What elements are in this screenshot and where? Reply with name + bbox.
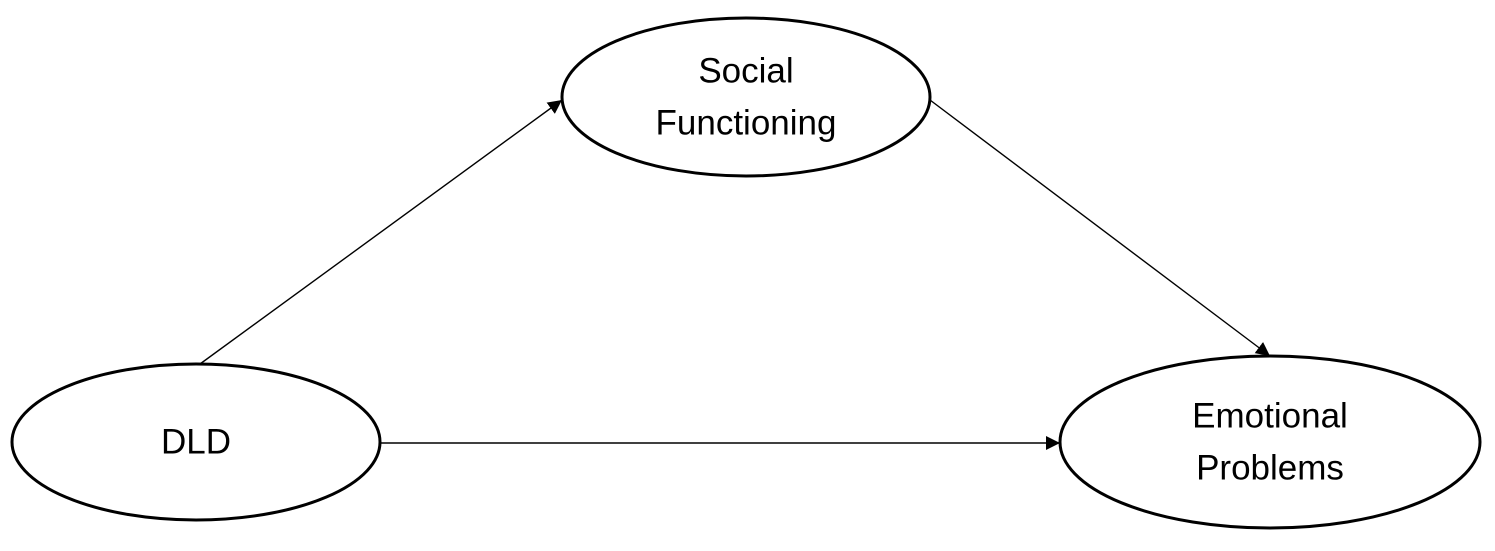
node-emotional-problems-label-line2: Problems	[1196, 448, 1344, 487]
node-emotional-problems-label-line1: Emotional	[1192, 396, 1348, 435]
node-dld-ellipse	[10, 362, 382, 522]
node-social-functioning-label-line2: Functioning	[656, 103, 837, 142]
node-emotional-problems-ellipse	[1058, 354, 1482, 530]
node-social-functioning-label-line1: Social	[698, 51, 793, 90]
node-dld: DLD	[10, 362, 382, 522]
node-emotional-problems: Emotional Problems	[1058, 354, 1482, 530]
node-dld-label: DLD	[161, 422, 231, 461]
node-social-functioning-ellipse	[560, 16, 932, 178]
edge-social-functioning-to-emotional-problems	[929, 99, 1271, 357]
node-social-functioning: Social Functioning	[560, 16, 932, 178]
edge-dld-to-social-functioning	[199, 99, 563, 365]
